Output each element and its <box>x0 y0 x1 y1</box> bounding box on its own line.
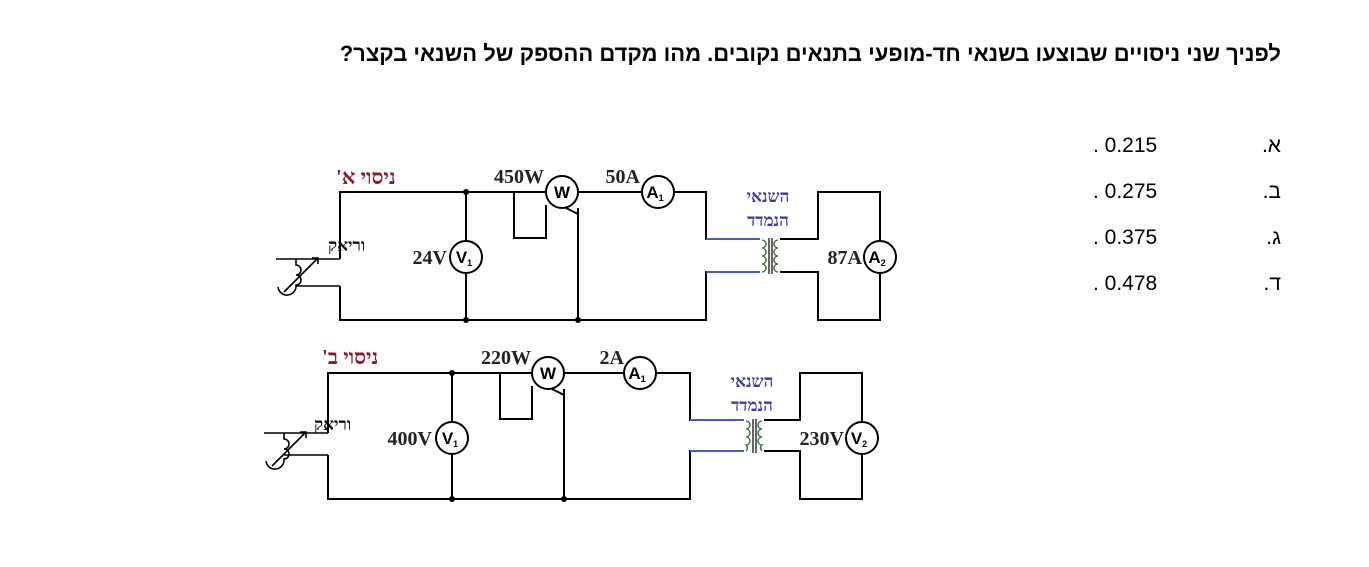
voltmeter-b2-reading: 230V <box>800 428 845 450</box>
variac-b <box>264 431 328 470</box>
ammeter-a2-subscript: 2 <box>881 258 886 268</box>
variac-a-label: וריאק <box>328 236 365 255</box>
option-value: . 0.215 <box>1093 134 1158 157</box>
transformer-a-label-line1: השנאי <box>747 187 790 206</box>
option-letter: ד. <box>1263 272 1281 295</box>
variac-b-label: וריאק <box>314 415 351 434</box>
ammeter-a1-subscript: 1 <box>659 193 664 203</box>
svg-text:A1: A1 <box>646 183 663 203</box>
ammeter-a2-symbol: A <box>868 248 880 267</box>
voltmeter-b1-symbol: V <box>442 429 454 448</box>
svg-text:V2: V2 <box>851 429 867 449</box>
ammeter-a2-icon <box>863 240 897 274</box>
ammeter-b1-icon <box>623 356 657 390</box>
svg-text:A1: A1 <box>628 364 645 384</box>
voltmeter-a1-reading: 24V <box>413 247 448 269</box>
svg-text:V1: V1 <box>456 248 472 268</box>
ammeter-b1-subscript: 1 <box>641 374 646 384</box>
voltmeter-b2-subscript: 2 <box>862 439 867 449</box>
option-c[interactable]: ג. . 0.375 <box>1081 222 1281 268</box>
answer-options: א. . 0.215 ב. . 0.275 ג. . 0.375 ד. . 0.… <box>1081 130 1281 314</box>
voltmeter-b1-icon <box>435 421 469 455</box>
voltmeter-b2-symbol: V <box>851 429 863 448</box>
transformer-b <box>690 419 764 453</box>
voltmeter-b1-subscript: 1 <box>453 439 458 449</box>
ammeter-a1-reading: 50A <box>606 166 641 188</box>
voltmeter-b1-reading: 400V <box>388 428 433 450</box>
ammeter-b1-symbol: A <box>628 364 640 383</box>
ammeter-b1-reading: 2A <box>600 347 625 369</box>
option-letter: ג. <box>1266 226 1281 249</box>
experiment-b-title: ניסוי ב' <box>322 345 378 369</box>
voltmeter-b2-icon <box>845 421 879 455</box>
voltmeter-a1-icon <box>449 240 483 274</box>
option-letter: ב. <box>1262 180 1281 203</box>
option-letter: א. <box>1261 134 1281 157</box>
wattmeter-b-icon <box>531 356 565 390</box>
experiment-b-circuit: ניסוי ב' וריאק <box>264 345 879 502</box>
voltmeter-a1-subscript: 1 <box>467 258 472 268</box>
ammeter-a1-icon <box>641 175 675 209</box>
voltmeter-a1-symbol: V <box>456 248 468 267</box>
wattmeter-b-symbol: W <box>540 364 557 383</box>
svg-text:V1: V1 <box>442 429 458 449</box>
transformer-a <box>706 238 779 274</box>
experiment-a-circuit: ניסוי א' וריאק <box>276 165 897 323</box>
wattmeter-a-symbol: W <box>554 183 571 202</box>
svg-text:A2: A2 <box>868 248 885 268</box>
option-b[interactable]: ב. . 0.275 <box>1081 176 1281 222</box>
option-value: . 0.478 <box>1093 272 1158 295</box>
option-d[interactable]: ד. . 0.478 <box>1081 268 1281 314</box>
option-value: . 0.275 <box>1093 180 1158 203</box>
ammeter-a2-reading: 87A <box>828 247 863 269</box>
variac-a <box>276 257 340 296</box>
transformer-b-label-line1: השנאי <box>731 372 774 391</box>
experiment-a-title: ניסוי א' <box>336 165 396 189</box>
transformer-b-label-line2: הנמדד <box>731 396 773 415</box>
option-value: . 0.375 <box>1093 226 1158 249</box>
wattmeter-b-reading: 220W <box>481 347 531 369</box>
question-text: לפניך שני ניסויים שבוצעו בשנאי חד-מופעי … <box>339 41 1281 66</box>
ammeter-a1-symbol: A <box>646 183 658 202</box>
option-a[interactable]: א. . 0.215 <box>1081 130 1281 176</box>
transformer-a-label-line2: הנמדד <box>747 211 789 230</box>
wattmeter-a-icon <box>545 175 579 209</box>
wattmeter-a-reading: 450W <box>494 166 544 188</box>
